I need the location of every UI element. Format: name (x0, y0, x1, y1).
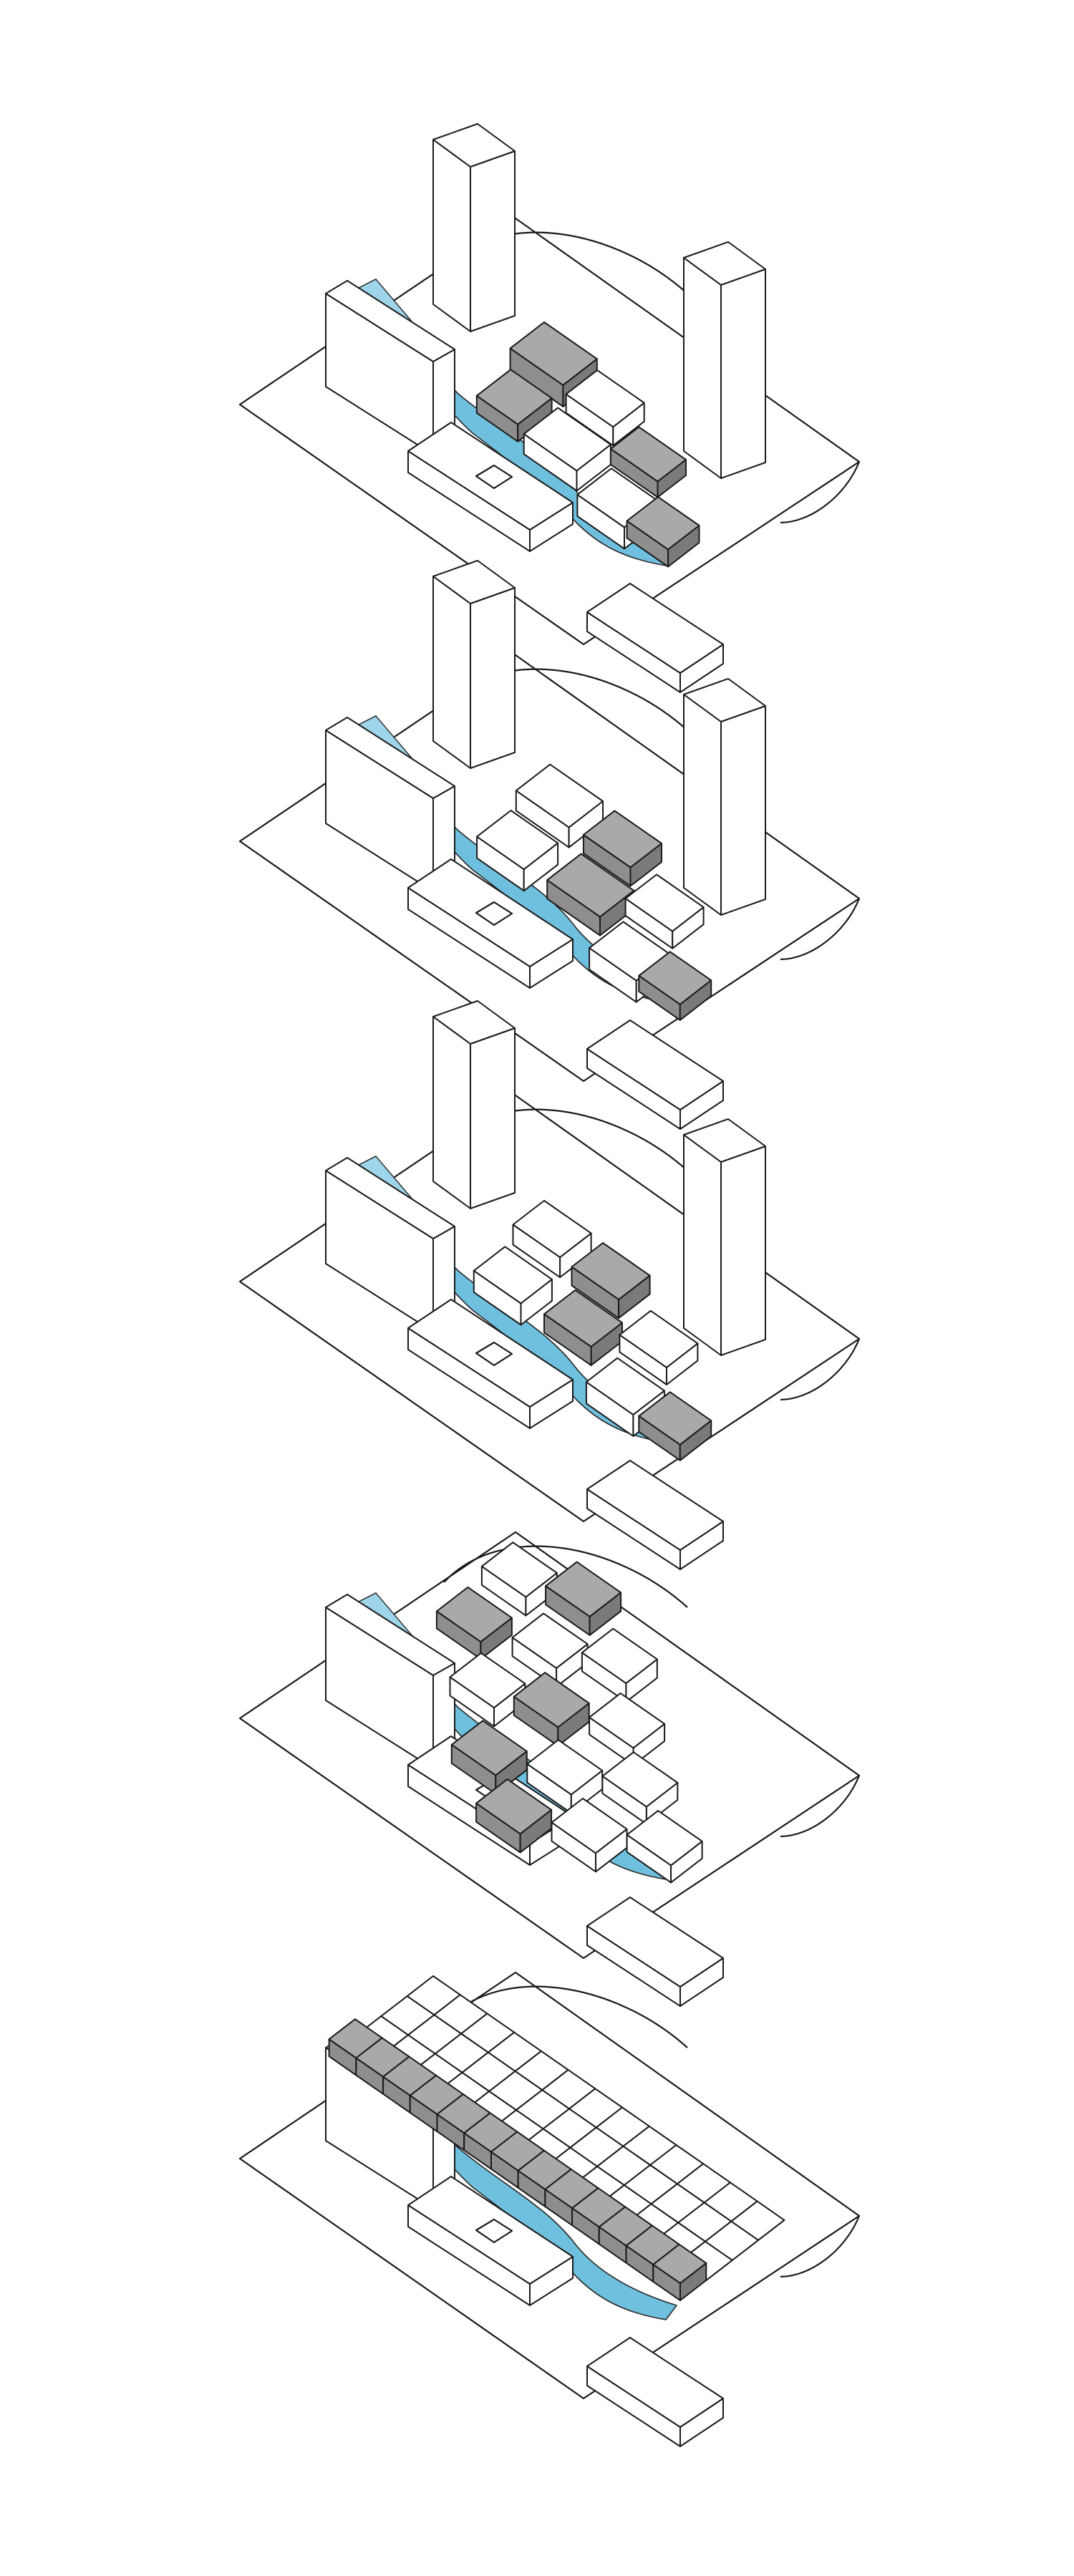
tower-east (683, 1118, 766, 1356)
building-block (546, 853, 635, 936)
building-block (551, 1798, 628, 1873)
context-building-south (586, 1897, 724, 2007)
building-block (475, 369, 553, 442)
site-boundary-curve (443, 1545, 688, 1608)
tower-east (683, 678, 766, 916)
tower-west (432, 1000, 516, 1209)
building-block (449, 1652, 526, 1728)
building-block (513, 1672, 590, 1747)
building-block (545, 1561, 622, 1636)
stage-4 (238, 1531, 861, 2007)
context-building-west (325, 280, 455, 455)
building-block (638, 1391, 712, 1461)
building-block (619, 1309, 699, 1385)
tower-west (432, 123, 516, 332)
building-block (476, 810, 559, 892)
building-block (626, 1810, 703, 1884)
stage-2 (238, 560, 861, 1130)
context-building-west (325, 1157, 455, 1332)
context-building-south (586, 1020, 724, 1130)
site-edge-curve (780, 898, 861, 961)
site-edge-curve (780, 2215, 861, 2278)
site-edge-curve (780, 1338, 861, 1401)
building-block (582, 810, 662, 887)
context-building-south (586, 2337, 724, 2447)
context-building-courtyard (407, 858, 574, 989)
building-block (515, 763, 604, 848)
context-building-courtyard (407, 1299, 574, 1429)
grid-cell (652, 2243, 707, 2302)
building-block (638, 951, 712, 1021)
building-block (581, 1627, 658, 1703)
context-building-courtyard (407, 2176, 574, 2306)
building-block (624, 873, 705, 949)
context-building-south (586, 1460, 724, 1570)
courtyard (475, 901, 513, 926)
site-plate (238, 1094, 861, 1523)
building-block (589, 1693, 666, 1766)
stage-5 (238, 1971, 861, 2447)
site-edge-curve (780, 461, 861, 524)
tower-east (683, 241, 766, 479)
courtyard (475, 1341, 513, 1367)
building-block (473, 1246, 553, 1326)
building-block (565, 369, 645, 447)
building-block (543, 1289, 623, 1366)
building-block (475, 1778, 553, 1854)
building-block (512, 1200, 592, 1279)
podium-grid (328, 1975, 785, 2302)
context-building-south (586, 583, 724, 693)
building-block (571, 1242, 651, 1320)
courtyard (475, 464, 513, 490)
stage-1 (238, 123, 861, 693)
courtyard (475, 2218, 513, 2244)
building-block (626, 496, 700, 568)
context-building-courtyard (407, 422, 574, 552)
stage-3 (238, 1000, 861, 1570)
building-block (523, 407, 611, 492)
building-block (435, 1586, 513, 1660)
site-edge-curve (780, 1775, 861, 1838)
building-block (609, 426, 687, 498)
tower-west (432, 560, 516, 769)
